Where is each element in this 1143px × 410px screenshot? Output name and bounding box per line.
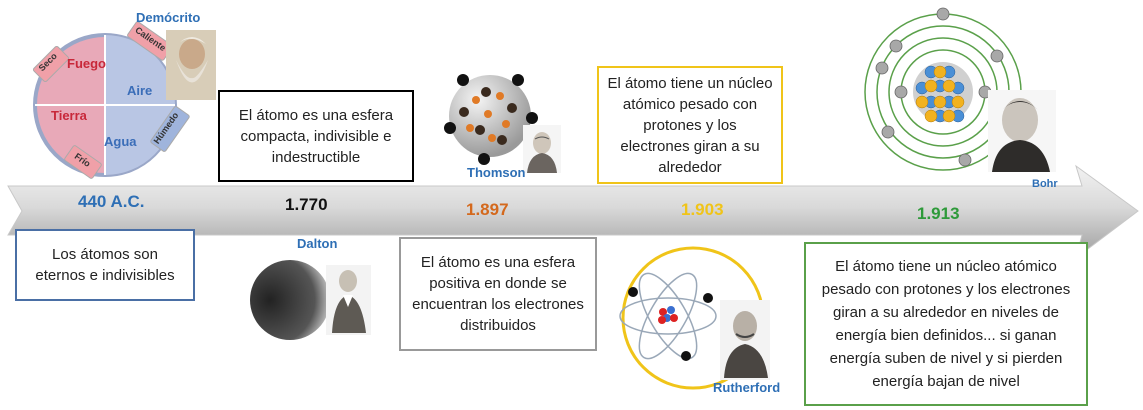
element-aire: Aire <box>127 83 153 98</box>
scientist-rutherford: Rutherford <box>713 380 781 395</box>
year-thomson: 1.897 <box>466 200 509 219</box>
dalton-description: El átomo es una esfera compacta, indivis… <box>218 90 414 182</box>
year-bohr: 1.913 <box>917 204 960 223</box>
democritus-elements-diagram <box>32 21 190 179</box>
year-democrito: 440 A.C. <box>78 192 145 211</box>
element-tierra: Tierra <box>51 108 87 123</box>
year-rutherford: 1.903 <box>681 200 724 219</box>
democritus-portrait <box>166 30 216 100</box>
thomson-portrait <box>523 125 561 173</box>
bohr-atom-model <box>864 7 1056 172</box>
scientist-bohr: Bohr <box>1032 178 1058 190</box>
bohr-description: El átomo tiene un núcleo atómico pesado … <box>804 242 1088 406</box>
element-fuego: Fuego <box>67 56 106 71</box>
rutherford-description: El átomo tiene un núcleo atómico pesado … <box>597 66 783 184</box>
democrito-description: Los átomos son eternos e indivisibles <box>15 229 195 301</box>
dalton-solid-sphere <box>250 260 371 340</box>
rutherford-atom-model <box>619 246 770 390</box>
element-agua: Agua <box>104 134 137 149</box>
thomson-description: El átomo es una esfera positiva en donde… <box>399 237 597 351</box>
scientist-democrito: Demócrito <box>136 10 201 25</box>
scientist-dalton: Dalton <box>297 236 338 251</box>
thomson-plum-pudding-atom <box>444 74 538 165</box>
scientist-thomson: Thomson <box>467 165 526 180</box>
year-dalton: 1.770 <box>285 195 328 214</box>
